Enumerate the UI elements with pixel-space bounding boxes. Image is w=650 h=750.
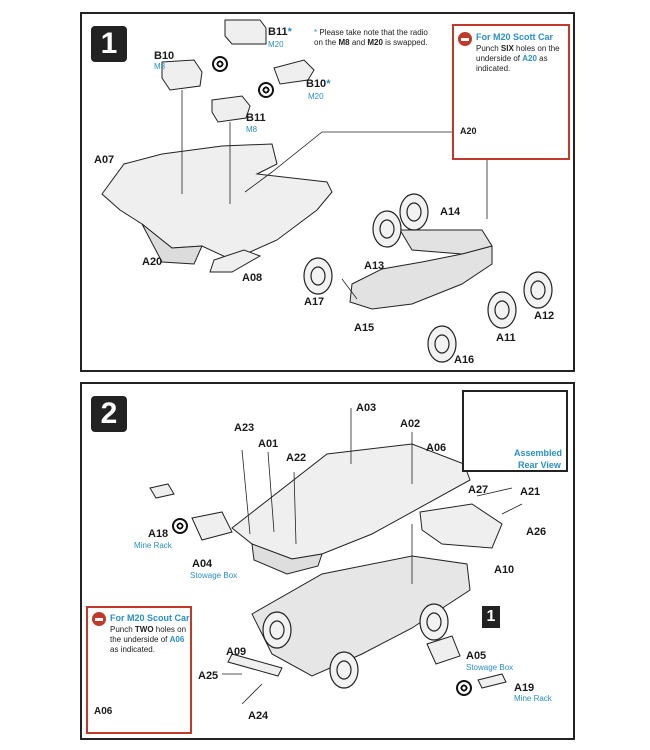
no-glue-icon [172, 518, 188, 534]
part-A09 [227, 653, 283, 677]
label-B11b-sub: M8 [246, 125, 258, 134]
m20-punch-inset: For M20 Scott Car Punch SIX holes on the… [452, 24, 570, 160]
label-A21: A21 [520, 486, 541, 498]
inset-text: Punch TWO holes on the underside of A06 … [110, 625, 187, 654]
label-A13: A13 [364, 260, 385, 272]
label-A11: A11 [496, 332, 516, 344]
rear-view-line2: Rear View [518, 460, 561, 470]
label-A17: A17 [304, 296, 325, 308]
part-A07-hull [101, 143, 333, 261]
step-1-drawing [101, 19, 565, 363]
label-B11-sub: M20 [268, 40, 284, 49]
part-A04 [191, 511, 233, 541]
punch-warning-icon [92, 612, 106, 626]
step-2-panel: 2 [80, 382, 575, 740]
part-A18 [149, 483, 175, 499]
label-A16: A16 [454, 354, 475, 366]
step-number: 2 [91, 396, 127, 432]
no-glue-icon [212, 56, 228, 72]
label-A04-sub: Stowage Box [190, 571, 238, 580]
label-A09: A09 [226, 646, 247, 658]
label-A19: A19 [514, 682, 535, 694]
part-A19 [477, 673, 507, 689]
label-A05-sub: Stowage Box [466, 663, 514, 672]
label-B10-sub: M8 [154, 62, 166, 71]
inset-label-A20: A20 [460, 126, 477, 136]
part-A10 [419, 503, 503, 549]
m20-scout-punch-inset: For M20 Scout Car Punch TWO holes on the… [86, 606, 192, 734]
part-B10-m20 [273, 59, 315, 85]
label-A01: A01 [258, 438, 279, 450]
label-A02: A02 [400, 418, 421, 430]
part-B11-m8 [211, 95, 251, 123]
label-B10b: B10* [306, 78, 331, 90]
label-A07: A07 [94, 154, 115, 166]
label-B10: B10 [154, 50, 175, 62]
part-A08 [209, 249, 262, 273]
label-A14: A14 [440, 206, 461, 218]
no-glue-icon [456, 680, 472, 696]
inset-title: For M20 Scout Car [110, 613, 190, 623]
label-A19-sub: Mine Rack [514, 694, 552, 703]
label-A10: A10 [494, 564, 515, 576]
label-A26: A26 [526, 526, 547, 538]
step-1-panel: 1 [80, 12, 575, 372]
label-A05: A05 [466, 650, 487, 662]
label-A03: A03 [356, 402, 377, 414]
label-A08: A08 [242, 272, 263, 284]
radio-swap-note: * Please take note that the radio on the… [314, 28, 428, 47]
rear-view-line1: Assembled [514, 448, 563, 458]
part-A05 [426, 635, 461, 665]
rear-view-inset: Assembled Rear View [462, 390, 568, 472]
label-A15: A15 [354, 322, 375, 334]
label-A23: A23 [234, 422, 255, 434]
part-A20 [141, 223, 203, 265]
part-B10-m8 [161, 59, 203, 91]
inset-label-A06: A06 [94, 706, 113, 717]
punch-warning-icon [458, 32, 472, 46]
label-A06: A06 [426, 442, 447, 454]
part-B11-m20 [224, 19, 267, 45]
inset-title: For M20 Scott Car [476, 32, 554, 42]
no-glue-icon [258, 82, 274, 98]
label-A18-sub: Mine Rack [134, 541, 172, 550]
label-A22: A22 [286, 452, 307, 464]
label-A04: A04 [192, 558, 213, 570]
label-B11: B11* [268, 26, 292, 38]
label-A18: A18 [148, 528, 169, 540]
label-A25: A25 [198, 670, 219, 682]
label-B10b-sub: M20 [308, 92, 324, 101]
reference-step-badge: 1 [482, 606, 500, 628]
step-number: 1 [91, 26, 127, 62]
label-B11b: B11 [246, 112, 266, 124]
label-A12: A12 [534, 310, 555, 322]
inset-text: Punch SIX holes on the underside of A20 … [476, 44, 560, 73]
label-A27: A27 [468, 484, 489, 496]
label-A20: A20 [142, 256, 163, 268]
label-A24: A24 [248, 710, 269, 722]
